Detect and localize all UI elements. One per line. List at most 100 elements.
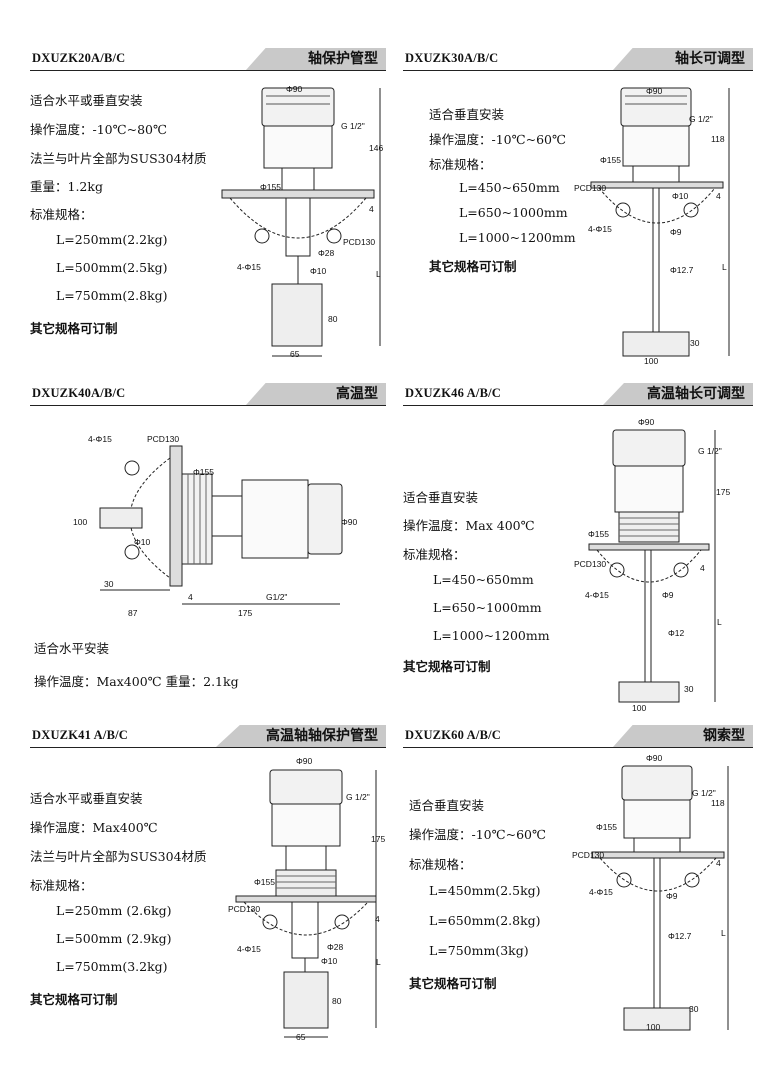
dim-label: Φ12.7 <box>668 931 692 941</box>
size-option: L=750mm(3kg) <box>429 943 529 958</box>
dim-label: G 1/2" <box>341 121 365 131</box>
dim-label: G 1/2" <box>689 114 713 124</box>
dim-label: Φ155 <box>193 467 214 477</box>
custom-note: 其它规格可订制 <box>409 976 497 991</box>
spec-line: 标准规格： <box>30 878 93 893</box>
dimension-drawing-dxuzk40 <box>99 445 343 605</box>
spec-line: 操作温度：Max 400℃ <box>403 518 535 533</box>
dimension-drawing-dxuzk30 <box>590 87 730 357</box>
product-type-tab: 轴长可调型 <box>613 48 753 70</box>
dim-label: 87 <box>128 608 138 618</box>
dim-label: 118 <box>711 798 725 808</box>
dim-label: Φ10 <box>321 956 338 966</box>
dim-label: Φ12.7 <box>670 265 694 275</box>
spec-line: 标准规格： <box>403 547 466 562</box>
dim-label: Φ90 <box>341 517 358 527</box>
size-option: L=650~1000mm <box>459 205 568 220</box>
dim-label: 4 <box>700 563 705 573</box>
size-option: L=750mm(3.2kg) <box>56 959 168 974</box>
dim-label: 175 <box>371 834 385 844</box>
product-panel-dxuzk60: DXUZK60 A/B/C 钢索型 适合垂直安装 操作温度：-10℃~60℃ 标… <box>403 725 753 1055</box>
dim-label: Φ9 <box>662 590 674 600</box>
spec-line: 适合水平安装 <box>34 641 110 656</box>
dim-label: 80 <box>332 996 342 1006</box>
dim-label: G 1/2" <box>346 792 370 802</box>
dim-label: 65 <box>290 349 300 359</box>
dimension-drawing-dxuzk60 <box>591 765 729 1031</box>
custom-note: 其它规格可订制 <box>30 992 118 1007</box>
dim-label: PCD130 <box>574 559 606 569</box>
dim-label: G1/2" <box>266 592 287 602</box>
panel-header <box>403 383 753 406</box>
dim-label: Φ90 <box>286 84 303 94</box>
spec-line: 法兰与叶片全部为SUS304材质 <box>30 849 207 864</box>
spec-line: 标准规格： <box>429 157 492 172</box>
dim-label: 30 <box>690 338 700 348</box>
spec-line: 适合垂直安装 <box>429 107 505 122</box>
dim-label: L <box>376 269 381 279</box>
dim-label: L <box>722 262 727 272</box>
dim-label: 30 <box>684 684 694 694</box>
dim-label: 100 <box>632 703 646 713</box>
dim-label: 175 <box>238 608 252 618</box>
dim-label: PCD130 <box>147 434 179 444</box>
size-option: L=650mm(2.8kg) <box>429 913 541 928</box>
dim-label: 4-Φ15 <box>589 887 613 897</box>
product-type-tab: 高温型 <box>246 383 386 405</box>
dim-label: PCD130 <box>343 237 375 247</box>
dim-label: 175 <box>716 487 730 497</box>
dim-label: 4-Φ15 <box>585 590 609 600</box>
dim-label: Φ155 <box>596 822 617 832</box>
product-panel-dxuzk30: DXUZK30A/B/C 轴长可调型 适合垂直安装 操作温度：-10℃~60℃ … <box>403 48 753 368</box>
product-panel-dxuzk41: DXUZK41 A/B/C 高温轴轴保护管型 适合水平或垂直安装 操作温度：Ma… <box>30 725 386 1055</box>
dim-label: 4 <box>716 191 721 201</box>
spec-line: 重量：1.2kg <box>30 179 103 194</box>
spec-line: 操作温度：-10℃~80℃ <box>30 122 167 137</box>
dim-label: 100 <box>644 356 658 366</box>
dim-label: PCD130 <box>228 904 260 914</box>
custom-note: 其它规格可订制 <box>30 321 118 336</box>
dim-label: Φ10 <box>134 537 151 547</box>
dim-label: L <box>721 928 726 938</box>
size-option: L=450~650mm <box>459 180 560 195</box>
size-option: L=650~1000mm <box>433 600 542 615</box>
product-panel-dxuzk46: DXUZK46 A/B/C 高温轴长可调型 适合垂直安装 操作温度：Max 40… <box>403 383 753 703</box>
dim-label: Φ155 <box>260 182 281 192</box>
dim-label: 118 <box>711 134 725 144</box>
custom-note: 其它规格可订制 <box>403 659 491 674</box>
dim-label: 80 <box>328 314 338 324</box>
dim-label: 4-Φ15 <box>88 434 112 444</box>
size-option: L=250mm(2.2kg) <box>56 232 168 247</box>
dim-label: Φ10 <box>310 266 327 276</box>
dim-label: 30 <box>689 1004 699 1014</box>
dim-label: Φ155 <box>600 155 621 165</box>
dim-label: Φ90 <box>646 86 663 96</box>
spec-line: 标准规格： <box>409 857 472 872</box>
panel-header <box>30 48 386 71</box>
dim-label: 4 <box>375 914 380 924</box>
dim-label: 4-Φ15 <box>237 944 261 954</box>
spec-line: 适合垂直安装 <box>409 798 485 813</box>
product-type-tab: 钢索型 <box>613 725 753 747</box>
panel-header <box>30 725 386 748</box>
size-option: L=1000~1200mm <box>433 628 550 643</box>
dim-label: 100 <box>73 517 87 527</box>
dim-label: 100 <box>646 1022 660 1032</box>
model-number: DXUZK60 A/B/C <box>405 728 502 742</box>
dim-label: Φ28 <box>318 248 335 258</box>
model-number: DXUZK46 A/B/C <box>405 386 502 400</box>
spec-line: 操作温度：Max400℃ <box>30 820 158 835</box>
spec-line: 适合水平或垂直安装 <box>30 93 143 108</box>
dimension-drawing-dxuzk20 <box>221 87 381 357</box>
model-number: DXUZK41 A/B/C <box>32 728 129 742</box>
dim-label: Φ90 <box>638 417 655 427</box>
model-number: DXUZK20A/B/C <box>32 51 126 65</box>
size-option: L=450~650mm <box>433 572 534 587</box>
dimension-drawing-dxuzk41 <box>235 769 377 1038</box>
spec-line: 操作温度：-10℃~60℃ <box>429 132 566 147</box>
dim-label: Φ155 <box>254 877 275 887</box>
